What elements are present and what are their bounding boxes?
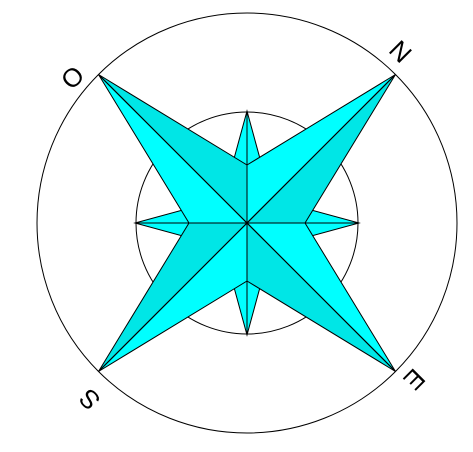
major-point-ridge-1 [247, 223, 396, 372]
major-point-ridge-0 [247, 75, 396, 224]
major-point-ridge-2 [99, 223, 248, 372]
north-label: N [383, 34, 417, 68]
east-label: E [398, 363, 431, 396]
south-label: S [73, 383, 106, 416]
major-point-ridge-3 [99, 75, 248, 224]
compass-star [99, 75, 396, 372]
